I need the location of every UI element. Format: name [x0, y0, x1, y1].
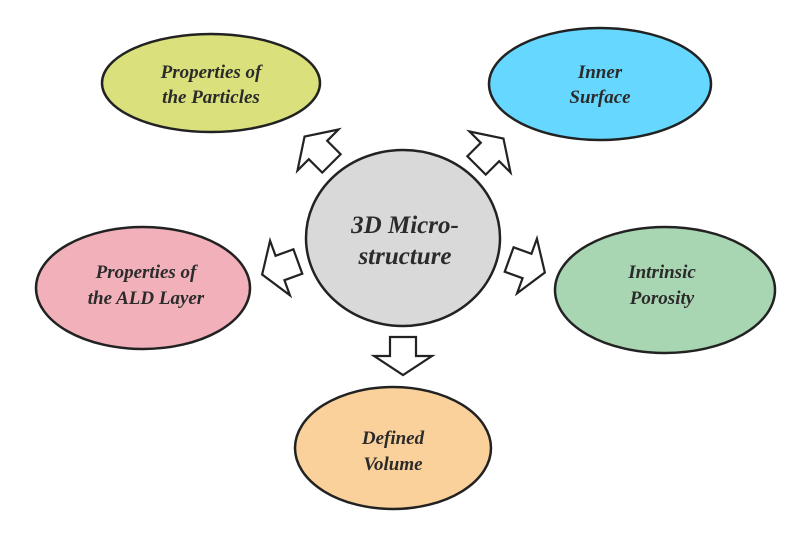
node-porosity-shape: [553, 225, 777, 355]
node-porosity-line1: Intrinsic: [627, 262, 696, 283]
node-surface: Inner Surface: [487, 26, 713, 142]
arrow-to-ald-icon: [251, 233, 309, 303]
node-volume-shape: [293, 385, 493, 511]
arrow-to-porosity-icon: [498, 231, 556, 301]
arrow-to-volume-icon: [372, 335, 434, 377]
node-ald: Properties of the ALD Layer: [34, 225, 252, 351]
node-porosity-line2: Porosity: [629, 288, 695, 309]
node-particles-line2: the Particles: [162, 87, 260, 108]
node-volume-line2: Volume: [363, 454, 423, 475]
node-ald-line2: the ALD Layer: [88, 288, 205, 309]
center-node-shape: [304, 148, 502, 328]
node-particles-shape: [100, 32, 322, 134]
node-surface-line1: Inner: [577, 62, 623, 83]
node-particles-line1: Properties of: [160, 62, 263, 83]
node-ald-shape: [34, 225, 252, 351]
node-ald-line1: Properties of: [95, 262, 198, 283]
node-surface-shape: [487, 26, 713, 142]
node-volume: Defined Volume: [293, 385, 493, 511]
center-node: 3D Micro- structure: [304, 148, 502, 328]
node-porosity: Intrinsic Porosity: [553, 225, 777, 355]
node-surface-line2: Surface: [569, 87, 631, 108]
center-line2: structure: [357, 243, 451, 270]
center-line1: 3D Micro-: [350, 212, 459, 239]
node-particles: Properties of the Particles: [100, 32, 322, 134]
node-volume-line1: Defined: [361, 428, 425, 449]
